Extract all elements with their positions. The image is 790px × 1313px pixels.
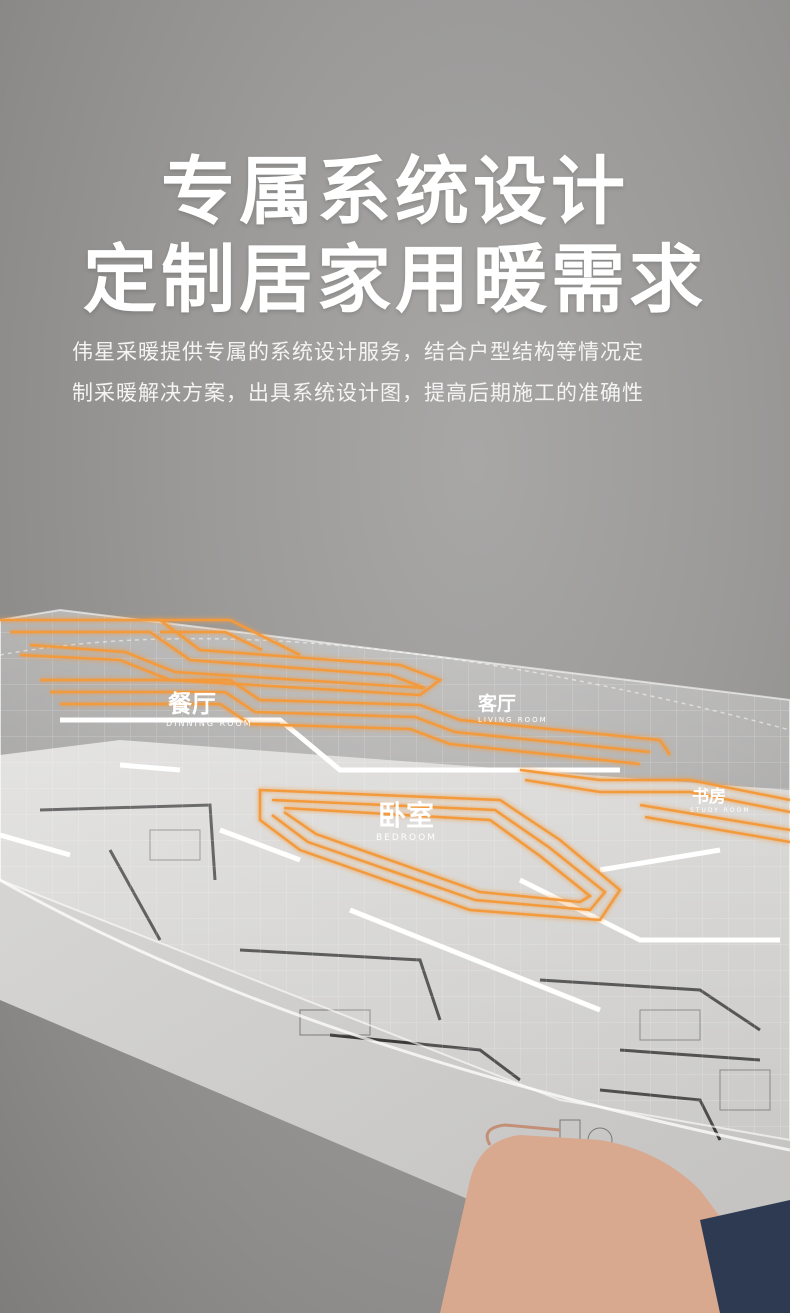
room-label-dining: 餐厅 (168, 690, 216, 718)
room-label-bedroom: 卧室 (378, 799, 434, 832)
room-sub-dining: DINNING ROOM (166, 719, 253, 728)
floor-plan-scene: 餐厅 DINNING ROOM 客厅 LIVING ROOM 卧室 BEDROO… (0, 608, 790, 1313)
overlay-walls (0, 717, 780, 1013)
room-sub-living: LIVING ROOM (478, 716, 548, 724)
room-sub-study: STUDY ROOM (690, 807, 751, 814)
heating-pipes (0, 618, 790, 922)
room-label-living: 客厅 (478, 692, 516, 715)
room-bedroom: 卧室 BEDROOM (376, 799, 437, 843)
room-label-study: 书房 (692, 786, 726, 807)
room-dining: 餐厅 DINNING ROOM (166, 690, 253, 728)
description-line-1: 伟星采暖提供专属的系统设计服务，结合户型结构等情况定 (72, 340, 644, 364)
headline-line-1: 专属系统设计 (161, 149, 629, 235)
room-living: 客厅 LIVING ROOM (478, 692, 548, 724)
room-sub-bedroom: BEDROOM (376, 833, 437, 843)
headline-line-2: 定制居家用暖需求 (83, 237, 707, 323)
hand-image (440, 1123, 790, 1313)
room-study: 书房 STUDY ROOM (690, 786, 751, 814)
description-line-2: 制采暖解决方案，出具系统设计图，提高后期施工的准确性 (72, 381, 644, 405)
